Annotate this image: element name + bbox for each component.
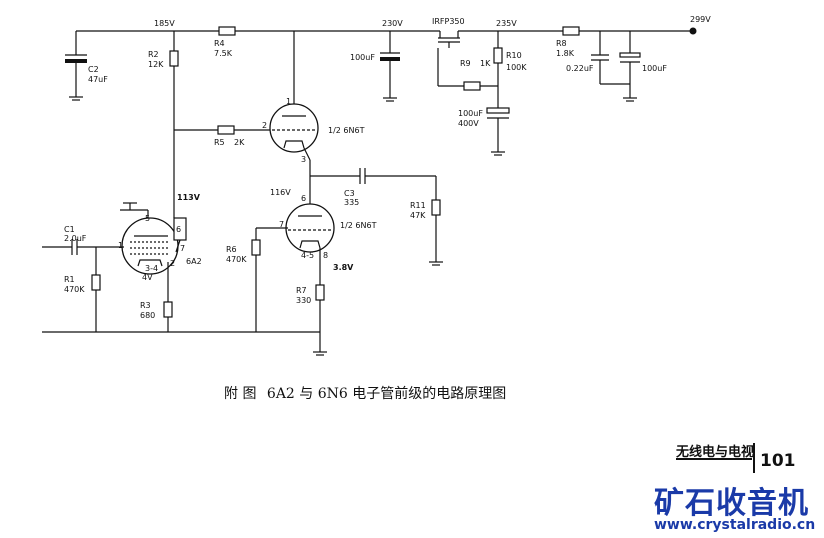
value-c1: 2.0uF (64, 234, 87, 243)
magazine-name: 无线电与电视 (676, 445, 755, 460)
pin-3: 3 (301, 155, 306, 164)
label-r9: R9 (460, 59, 471, 68)
capacitor-c2 (65, 59, 87, 63)
pin-a1: 1 (118, 241, 123, 250)
label-r3: R3 (140, 301, 151, 310)
value-r9: 1K (480, 59, 491, 68)
resistor-r3 (163, 301, 173, 318)
pin-a2: 2 (170, 259, 175, 268)
resistor-r10 (493, 47, 503, 64)
caption-title: 6A2 与 6N6 电子管前级的电路原理图 (266, 386, 507, 402)
label-6a2: 6A2 (186, 257, 202, 266)
voltage-4v: 4V (142, 273, 153, 282)
value-r7: 330 (296, 296, 311, 305)
pin-a7: 7 (180, 244, 185, 253)
circuit-schematic: 185V 230V IRFP350 235V 299V R4 7.5K R2 1… (42, 15, 711, 356)
resistor-r7 (315, 284, 325, 301)
supply-terminal-299v (689, 27, 697, 35)
label-100uf-b: 100uF (642, 64, 667, 73)
footer-rule-horizontal (676, 458, 752, 460)
label-100uf-c: 100uF (458, 109, 483, 118)
voltage-235v: 235V (496, 19, 517, 28)
label-r7: R7 (296, 286, 307, 295)
voltage-116v: 116V (270, 188, 291, 197)
caption-prefix: 附 图 (224, 386, 257, 402)
resistor-r4 (218, 26, 236, 36)
label-r6: R6 (226, 245, 237, 254)
label-irfp350: IRFP350 (432, 17, 465, 26)
value-r3: 680 (140, 311, 155, 320)
resistor-r1 (91, 274, 101, 291)
value-r5: 2K (234, 138, 245, 147)
label-half-6n6-upper: 1/2 6N6T (328, 126, 365, 135)
label-100uf-a: 100uF (350, 53, 375, 62)
label-c1: C1 (64, 225, 75, 234)
pin-a5: 5 (145, 214, 150, 223)
capacitor-100uf-299v (619, 52, 641, 58)
label-r8: R8 (556, 39, 567, 48)
value-c3: 335 (344, 198, 359, 207)
value-r4: 7.5K (214, 49, 233, 58)
pin-2: 2 (262, 121, 267, 130)
value-r10: 100K (506, 63, 527, 72)
capacitor-100uf-400v (486, 107, 510, 114)
value-c2: 47uF (88, 75, 108, 84)
label-c3: C3 (344, 189, 355, 198)
triode-6n6-upper (269, 103, 319, 153)
value-r1: 470K (64, 285, 85, 294)
value-r2: 12K (148, 60, 164, 69)
label-r1: R1 (64, 275, 75, 284)
resistor-r6 (251, 239, 261, 256)
pin-a6: 6 (176, 225, 181, 234)
capacitor-100uf-230v (380, 57, 400, 61)
value-r8: 1.8K (556, 49, 575, 58)
resistor-r9 (463, 81, 481, 91)
pin-4-5: 4-5 (301, 251, 314, 260)
resistor-r2 (169, 50, 179, 67)
label-half-6n6-lower: 1/2 6N6T (340, 221, 377, 230)
watermark-url: www.crystalradio.cn (654, 517, 816, 533)
resistor-r8 (562, 26, 580, 36)
voltage-230v: 230V (382, 19, 403, 28)
voltage-113v: 113V (177, 193, 201, 202)
watermark-logo: 矿石收音机 (654, 486, 809, 521)
value-r11: 47K (410, 211, 426, 220)
pin-a3-4: 3-4 (145, 264, 158, 273)
voltage-185v: 185V (154, 19, 175, 28)
pin-7: 7 (279, 220, 284, 229)
page-number: 101 (760, 451, 796, 471)
label-r5: R5 (214, 138, 225, 147)
footer-rule-vertical (753, 443, 755, 473)
label-c2: C2 (88, 65, 99, 74)
triode-6n6-lower (285, 203, 335, 253)
voltage-299v: 299V (690, 15, 711, 24)
label-r11: R11 (410, 201, 426, 210)
label-400v: 400V (458, 119, 479, 128)
voltage-3.8v: 3.8V (333, 263, 354, 272)
resistor-r11 (431, 199, 441, 216)
label-r4: R4 (214, 39, 225, 48)
pin-8: 8 (323, 251, 328, 260)
value-r6: 470K (226, 255, 247, 264)
resistor-r5 (217, 125, 235, 135)
pin-6: 6 (301, 194, 306, 203)
label-0.22uf: 0.22uF (566, 64, 594, 73)
label-r10: R10 (506, 51, 522, 60)
label-r2: R2 (148, 50, 159, 59)
figure-caption: 附 图 6A2 与 6N6 电子管前级的电路原理图 (224, 383, 512, 403)
pin-1: 1 (286, 97, 291, 106)
